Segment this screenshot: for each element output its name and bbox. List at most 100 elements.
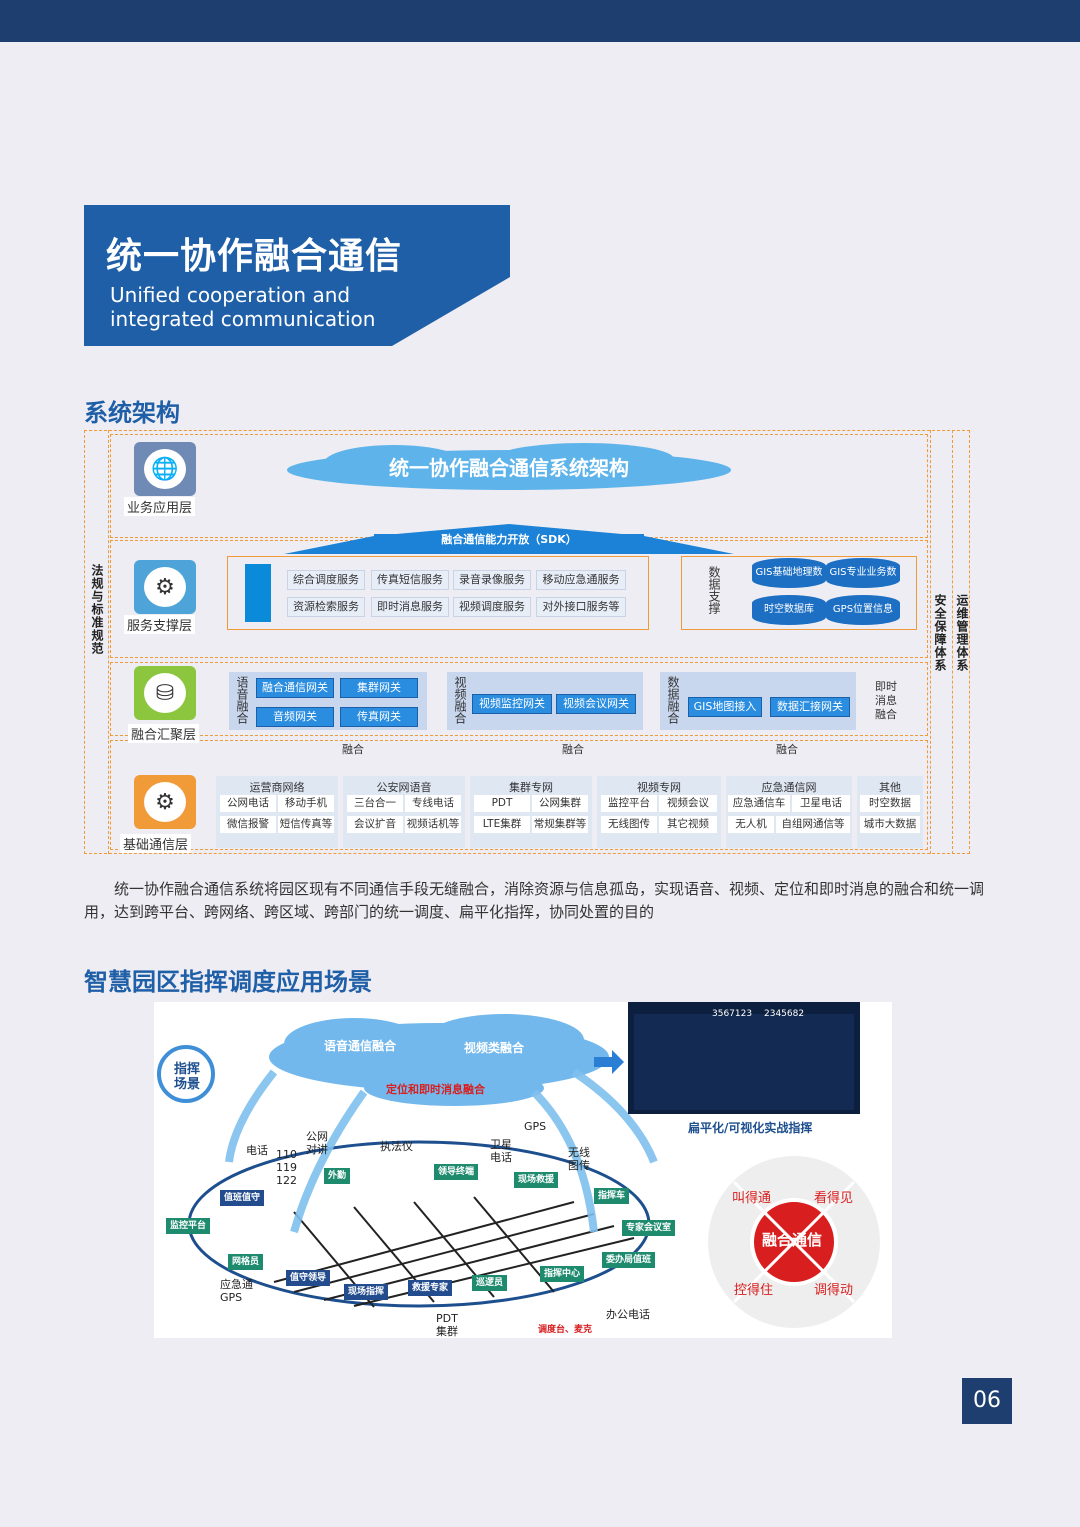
left-divider (108, 430, 110, 854)
service-item: 对外接口服务等 (536, 597, 626, 617)
scene-label-emergency-gps: 应急通 GPS (220, 1278, 253, 1304)
scene-tag: 现场指挥 (344, 1284, 389, 1300)
architecture-title: 统一协作融合通信系统架构 (389, 456, 629, 480)
sdk-arrow (284, 524, 734, 554)
circle-word: 调得动 (814, 1283, 854, 1298)
voice-item: 融合通信网关 (256, 678, 334, 698)
scene-tag: 巡逻员 (472, 1275, 508, 1291)
scene-tag: 领导终端 (434, 1164, 479, 1180)
description-paragraph: 统一协作融合通信系统将园区现有不同通信手段无缝融合，消除资源与信息孤岛，实现语音… (84, 880, 985, 921)
base-cell: 移动手机 (278, 795, 334, 812)
circle-word: 控得住 (734, 1283, 774, 1298)
hero-subtitle: Unified cooperation and integrated commu… (110, 283, 375, 331)
fusion-word: 融合 (776, 743, 798, 756)
right-divider-1 (930, 430, 932, 854)
scenario-illustration: 指挥场景 语音通信融合 视频类融合 定位和即时消息融合 3567123 2345… (154, 1002, 892, 1338)
scene-label-satellite-phone: 卫星 电话 (490, 1138, 512, 1164)
base-cell: 视频话机等 (405, 816, 461, 833)
scene-tag: 现场救援 (514, 1172, 559, 1188)
service-item: 录音录像服务 (453, 570, 531, 590)
base-column: 公安网语音 三台合一 专线电话 会议扩音 视频话机等 (343, 776, 465, 848)
globe-icon: 🌐 (144, 449, 186, 489)
scene-tag: 委办局值班 (602, 1252, 656, 1268)
gears-cloud-icon: ⚙ (144, 567, 186, 607)
section-title-scenario: 智慧园区指挥调度应用场景 (84, 968, 372, 996)
base-column-head: 其他 (879, 781, 901, 794)
voice-item: 集群网关 (340, 678, 418, 698)
base-column: 应急通信网 应急通信车 卫星电话 无人机 自组网通信等 (726, 776, 852, 848)
gears-icon: ⚙ (144, 782, 186, 822)
hero-subtitle-line2: integrated communication (110, 307, 376, 331)
base-cell: 短信传真等 (278, 816, 334, 833)
database-icon: ⛁ (144, 673, 186, 713)
fusion-layer-frame (110, 662, 928, 736)
service-item: 传真短信服务 (371, 570, 449, 590)
data-support-label: 数据支撑 (707, 566, 721, 614)
hero-subtitle-line1: Unified cooperation and (110, 283, 351, 307)
base-column-head: 集群专网 (509, 781, 553, 794)
screen-caption: 扁平化/可视化实战指挥 (688, 1121, 813, 1135)
fusion-layer-icon: ⛁ (134, 666, 196, 720)
service-item: 移动应急通服务 (536, 570, 626, 590)
service-layer-label: 服务支撑层 (124, 615, 196, 634)
cloud-shape (287, 443, 731, 490)
fusion-word: 融合 (342, 743, 364, 756)
video-fusion-label: 视频融合 (453, 676, 467, 724)
right-side-label-security: 安全保障体系 (933, 594, 947, 672)
data-item: 数据汇接网关 (770, 697, 850, 717)
hero-title-card: 统一协作融合通信 Unified cooperation and integra… (84, 205, 510, 346)
scene-tag: 指挥车 (594, 1188, 630, 1204)
services-box (227, 556, 649, 630)
database-cylinder: GPS位置信息 (826, 595, 900, 625)
service-layer-icon: ⚙ (134, 560, 196, 614)
base-cell: 无人机 (728, 816, 774, 833)
base-cell: 微信报警 (220, 816, 276, 833)
fusion-layer-label: 融合汇聚层 (128, 724, 200, 743)
scene-tag: 值守领导 (286, 1270, 331, 1286)
base-layer-frame (110, 740, 928, 850)
screen-number: 3567123 (712, 1009, 753, 1019)
base-cell: 常规集群等 (532, 816, 588, 833)
base-column: 集群专网 PDT 公网集群 LTE集群 常规集群等 (470, 776, 592, 848)
data-fusion-label: 数据融合 (666, 676, 680, 724)
scene-label-emergency-numbers: 110 119 122 (276, 1148, 297, 1187)
base-cell: 会议扩音 (347, 816, 403, 833)
video-item: 视频监控网关 (472, 694, 552, 714)
scene-label-public-radio: 公网 对讲 (306, 1130, 328, 1156)
base-column: 运营商网络 公网电话 移动手机 微信报警 短信传真等 (216, 776, 338, 848)
database-cylinder: GIS基础地理数据库 (752, 558, 826, 608)
service-item: 资源检索服务 (287, 597, 365, 617)
cloud-label: 定位和即时消息融合 (386, 1083, 485, 1096)
base-cell: 专线电话 (405, 795, 461, 812)
base-cell: 监控平台 (601, 795, 657, 812)
scene-label-console: 调度台、麦克 (538, 1325, 593, 1335)
top-banner (0, 0, 1080, 42)
base-cell: 其它视频 (659, 816, 717, 833)
outer-frame (84, 430, 970, 854)
app-layer-label: 业务应用层 (124, 497, 196, 516)
video-item: 视频会议网关 (556, 694, 636, 714)
base-column: 视频专网 监控平台 视频会议 无线图传 其它视频 (597, 776, 721, 848)
scene-label-office-phone: 办公电话 (606, 1308, 650, 1321)
voice-fusion-label: 语音融合 (235, 676, 249, 724)
base-cell: 视频会议 (659, 795, 717, 812)
scene-label-gps: GPS (524, 1120, 547, 1133)
base-layer-icon: ⚙ (134, 775, 196, 829)
base-layer-label: 基础通信层 (120, 834, 192, 853)
scene-tag: 专家会议室 (622, 1220, 676, 1236)
service-item: 综合调度服务 (287, 570, 365, 590)
scene-label-pdt: PDT 集群 (436, 1312, 458, 1338)
screen-number: 2345682 (764, 1009, 805, 1019)
base-column-head: 运营商网络 (249, 781, 305, 794)
cloud-label: 视频类融合 (464, 1041, 525, 1055)
scene-label-recorder: 执法仪 (380, 1140, 413, 1153)
base-cell: 无线图传 (601, 816, 657, 833)
scene-tag: 救援专家 (408, 1280, 453, 1296)
base-cell: 城市大数据 (860, 816, 920, 833)
hero-shape (84, 205, 510, 346)
circle-word: 看得见 (814, 1191, 854, 1206)
base-cell: LTE集群 (474, 816, 530, 833)
base-column-head: 公安网语音 (376, 781, 432, 794)
circle-word: 叫得通 (732, 1191, 772, 1206)
scene-label-phone: 电话 (246, 1144, 268, 1157)
